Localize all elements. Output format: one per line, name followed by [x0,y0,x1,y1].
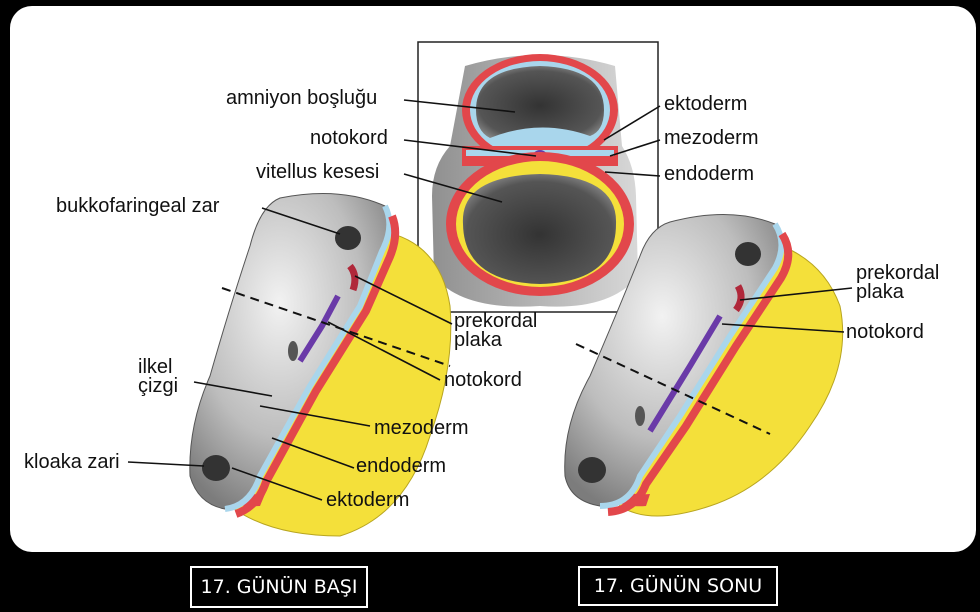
vitellus-cavity [463,174,616,284]
embryo-diagram [10,6,976,552]
label-mezoderm-left: mezoderm [374,418,468,438]
label-ilkel-cizgi: ilkel çizgi [138,358,178,396]
diagram-panel: amniyon boşluğu notokord vitellus kesesi… [10,6,976,552]
label-vitellus: vitellus kesesi [256,162,379,182]
label-prekordal-left: prekordal plaka [454,312,537,350]
label-prekordal-right-line2: plaka [856,283,939,302]
caption-right: 17. GÜNÜN SONU [578,566,778,606]
label-endoderm-left: endoderm [356,456,446,476]
label-ektoderm-left: ektoderm [326,490,409,510]
cross-section [432,54,638,307]
label-amniyon: amniyon boşluğu [226,88,377,108]
label-ektoderm-top: ektoderm [664,94,747,114]
right-cloacal-pit [578,457,606,483]
label-prekordal-left-line2: plaka [454,331,537,350]
label-bukkofaringeal: bukkofaringeal zar [56,196,219,216]
label-kloaka: kloaka zari [24,452,120,472]
right-buccopharyngeal-pit [735,242,761,266]
label-notokord-right: notokord [846,322,924,342]
left-buccopharyngeal-pit [335,226,361,250]
caption-left: 17. GÜNÜN BAŞI [190,566,368,608]
left-cloacal-pit [202,455,230,481]
label-notokord-top: notokord [310,128,388,148]
label-prekordal-right: prekordal plaka [856,264,939,302]
label-notokord-left: notokord [444,370,522,390]
label-ilkel-line2: çizgi [138,377,178,396]
label-endoderm-top: endoderm [664,164,754,184]
label-mezoderm-top: mezoderm [664,128,758,148]
amniyon-cavity [476,66,604,138]
